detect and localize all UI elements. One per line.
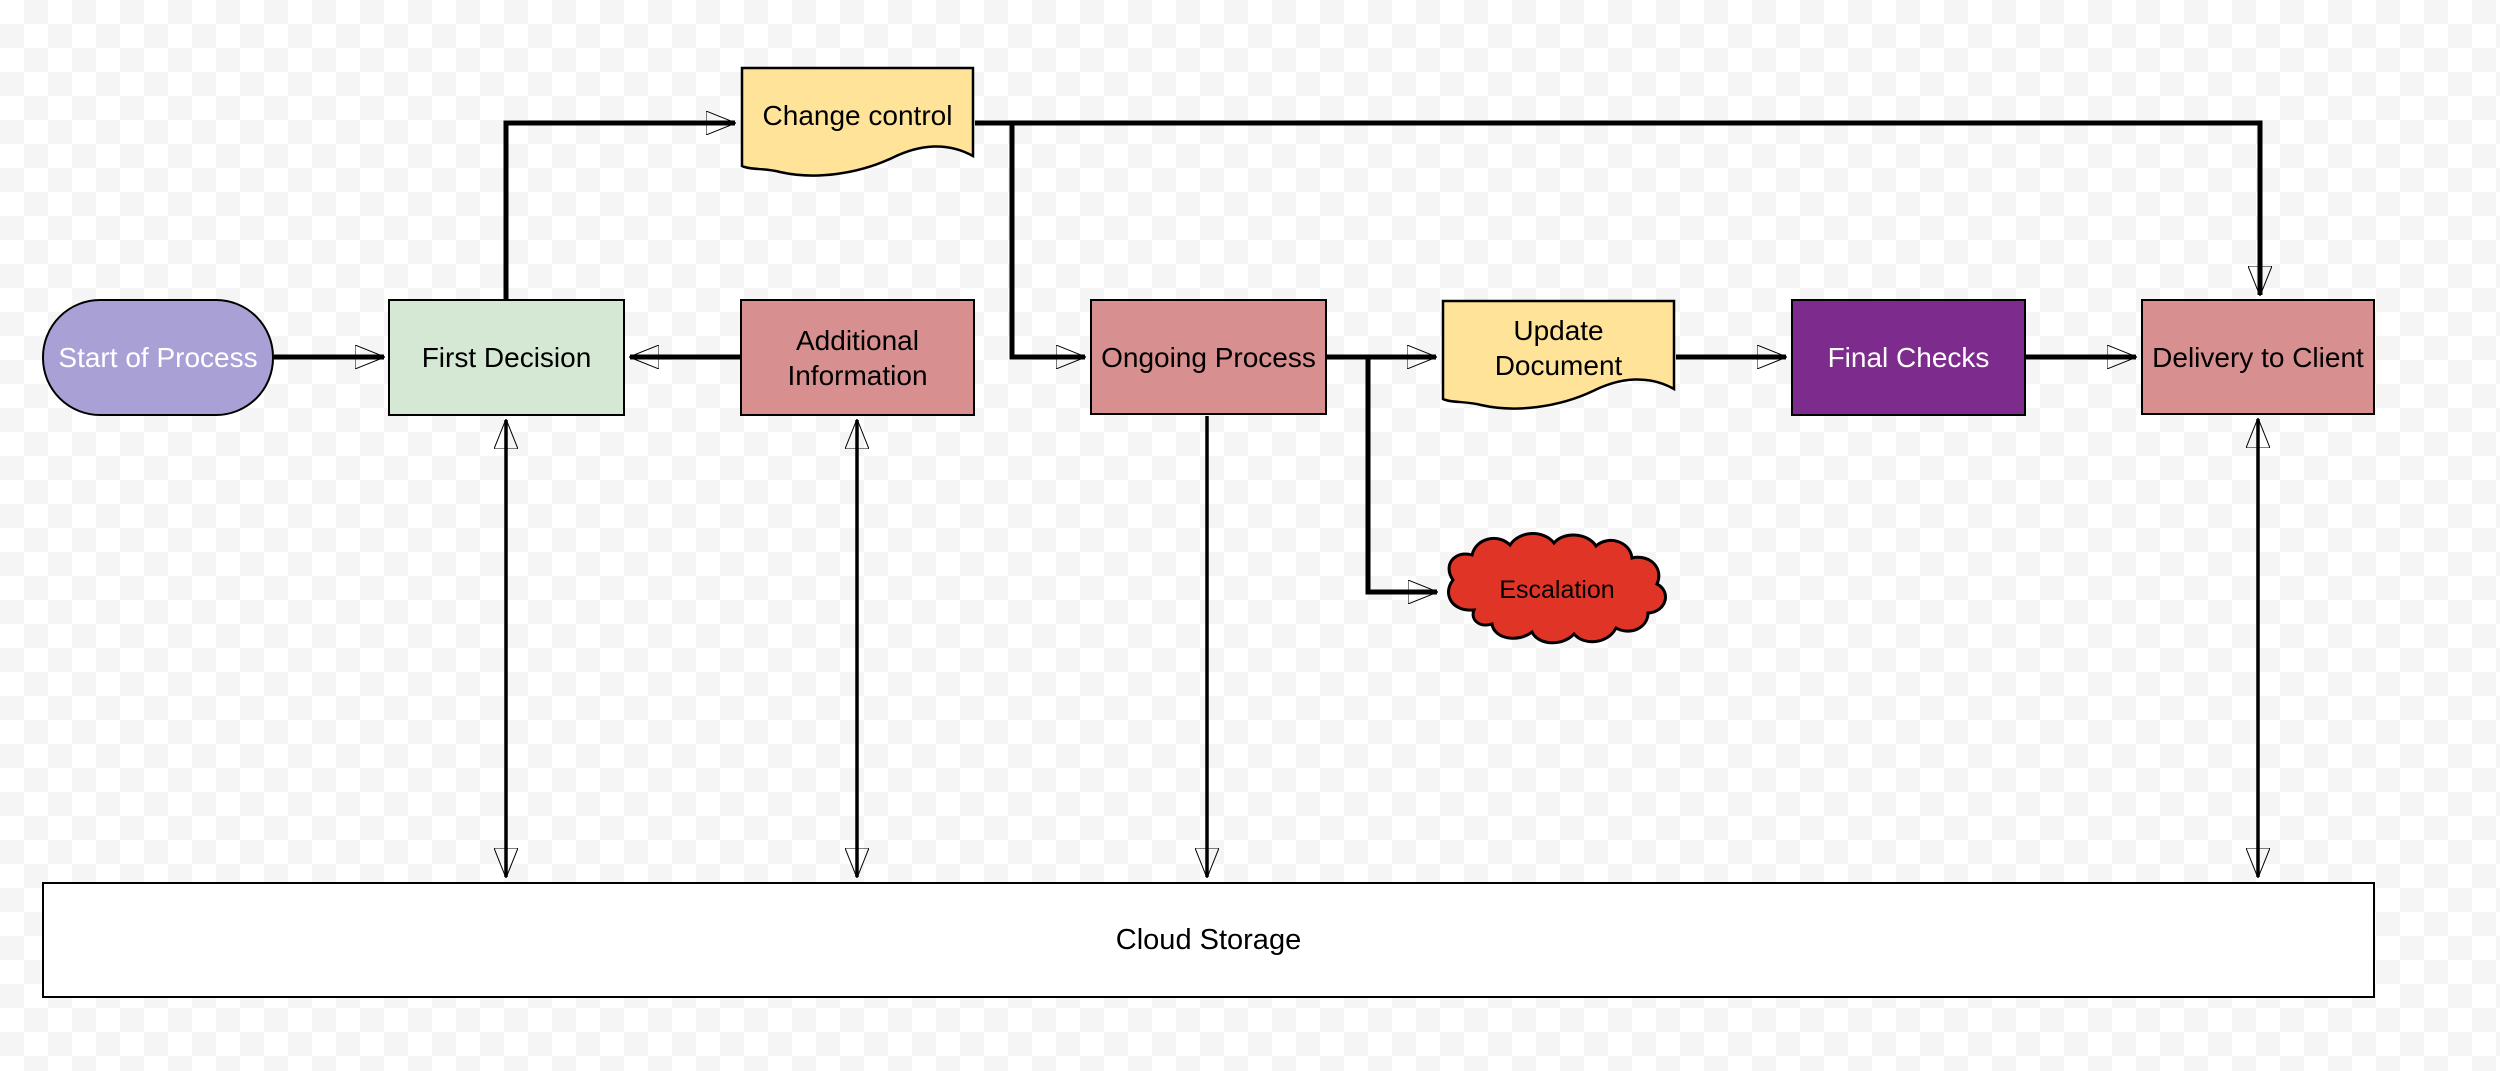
edge-change-control-to-ongoing-process [1009, 123, 1085, 357]
document-shape [1441, 299, 1676, 410]
node-cloud-storage: Cloud Storage [42, 882, 2375, 998]
node-label: Update Document [1494, 315, 1623, 381]
edge-ongoing-process-to-escalation [1365, 357, 1437, 592]
document-shape [740, 66, 975, 177]
node-final-checks: Final Checks [1791, 299, 2026, 416]
node-label: Change control [762, 99, 953, 131]
node-change-control: Change control [740, 66, 975, 186]
node-ongoing-process: Ongoing Process [1090, 299, 1327, 415]
node-label: Start of Process [58, 342, 258, 373]
node-escalation: Escalation [1436, 528, 1678, 654]
edge-first-decision-to-change-control [503, 123, 735, 299]
node-label: Final Checks [1827, 342, 1990, 373]
node-additional-information: Additional Information [740, 299, 975, 416]
node-delivery-to-client: Delivery to Client [2141, 299, 2375, 415]
node-first-decision: First Decision [388, 299, 625, 416]
edge-change-control-to-delivery-to-client [975, 120, 2260, 295]
node-label: Additional Information [787, 324, 928, 391]
cloud-shape [1447, 532, 1667, 645]
node-label: Escalation [1499, 576, 1615, 605]
node-label: Ongoing Process [1101, 341, 1316, 373]
node-start-of-process: Start of Process [42, 299, 274, 416]
node-label: First Decision [421, 342, 592, 373]
node-label: Cloud Storage [1115, 923, 1302, 956]
node-update-document: Update Document [1441, 299, 1676, 419]
node-label: Delivery to Client [2152, 341, 2364, 373]
